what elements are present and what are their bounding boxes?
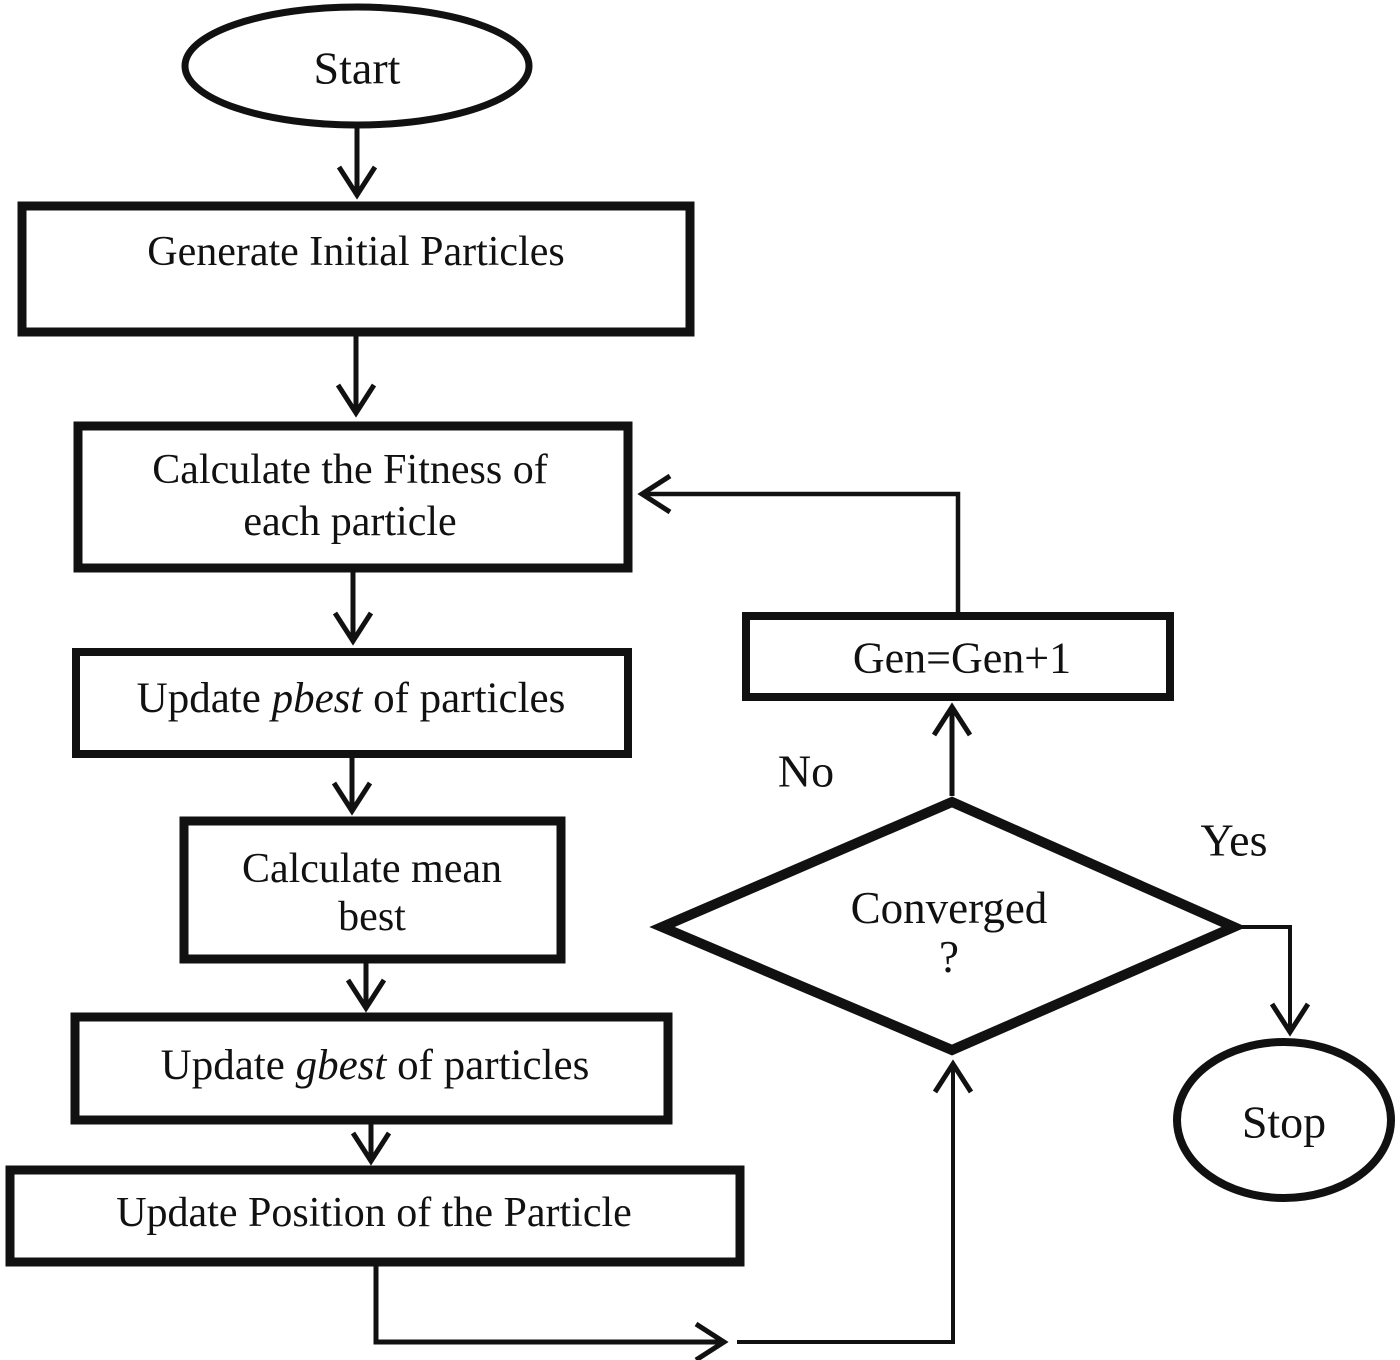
- converged-label-line2: ?: [939, 932, 959, 982]
- node-update-pbest: Update pbest of particles: [72, 648, 632, 758]
- node-stop: Stop: [1173, 1038, 1395, 1202]
- node-update-position: Update Position of the Particle: [5, 1165, 745, 1267]
- update-gbest-post: of particles: [386, 1042, 589, 1089]
- gen-increment-box: [742, 612, 1174, 701]
- yes-branch-label: Yes: [1201, 815, 1268, 866]
- start-label: Start: [314, 43, 401, 94]
- node-calculate-fitness: Calculate the Fitness of each particle: [73, 421, 633, 573]
- converged-label-line1: Converged: [851, 883, 1048, 933]
- converged-diamond: [649, 796, 1247, 1056]
- node-calculate-mean-best: Calculate mean best: [179, 816, 566, 964]
- node-gen-increment: Gen=Gen+1: [742, 612, 1174, 701]
- gen-increment-label: Gen=Gen+1: [853, 634, 1071, 683]
- node-start: Start: [181, 3, 533, 129]
- update-pbest-post: of particles: [362, 675, 565, 722]
- update-gbest-box: [70, 1012, 673, 1125]
- calculate-fitness-box: [73, 421, 633, 573]
- pbest-italic: pbest: [269, 675, 364, 722]
- gbest-italic: gbest: [296, 1042, 388, 1089]
- start-terminator-shape: [181, 3, 533, 129]
- update-pbest-label: Update pbest of particles: [137, 675, 566, 722]
- update-pbest-pre: Update: [137, 675, 272, 722]
- calculate-mean-best-label-line2: best: [338, 894, 406, 940]
- arrow-converged-yes-to-stop: [1238, 925, 1311, 1037]
- calculate-fitness-label-line2: each particle: [243, 499, 456, 545]
- update-gbest-pre: Update: [161, 1042, 296, 1089]
- update-gbest-label: Update gbest of particles: [161, 1042, 590, 1089]
- edges: [331, 127, 1311, 1360]
- stop-terminator-shape: [1173, 1038, 1395, 1202]
- calculate-fitness-label-line1: Calculate the Fitness of: [152, 447, 547, 493]
- update-position-box: [5, 1165, 745, 1267]
- node-update-gbest: Update gbest of particles: [70, 1012, 673, 1125]
- update-position-label: Update Position of the Particle: [116, 1190, 632, 1236]
- arrow-position-to-loop: [373, 1264, 729, 1360]
- node-generate-particles: Generate Initial Particles: [17, 201, 695, 337]
- calculate-mean-best-box: [179, 816, 566, 964]
- calculate-mean-best-label-line1: Calculate mean: [242, 846, 502, 892]
- node-converged-decision: Converged ?: [649, 796, 1247, 1056]
- no-branch-label: No: [778, 746, 834, 797]
- generate-particles-label: Generate Initial Particles: [147, 229, 564, 275]
- generate-particles-box: [17, 201, 695, 337]
- arrow-gen-to-fitness: [637, 473, 961, 614]
- update-pbest-box: [72, 648, 632, 758]
- stop-label: Stop: [1242, 1097, 1326, 1148]
- arrow-loop-to-converged: [737, 1059, 974, 1344]
